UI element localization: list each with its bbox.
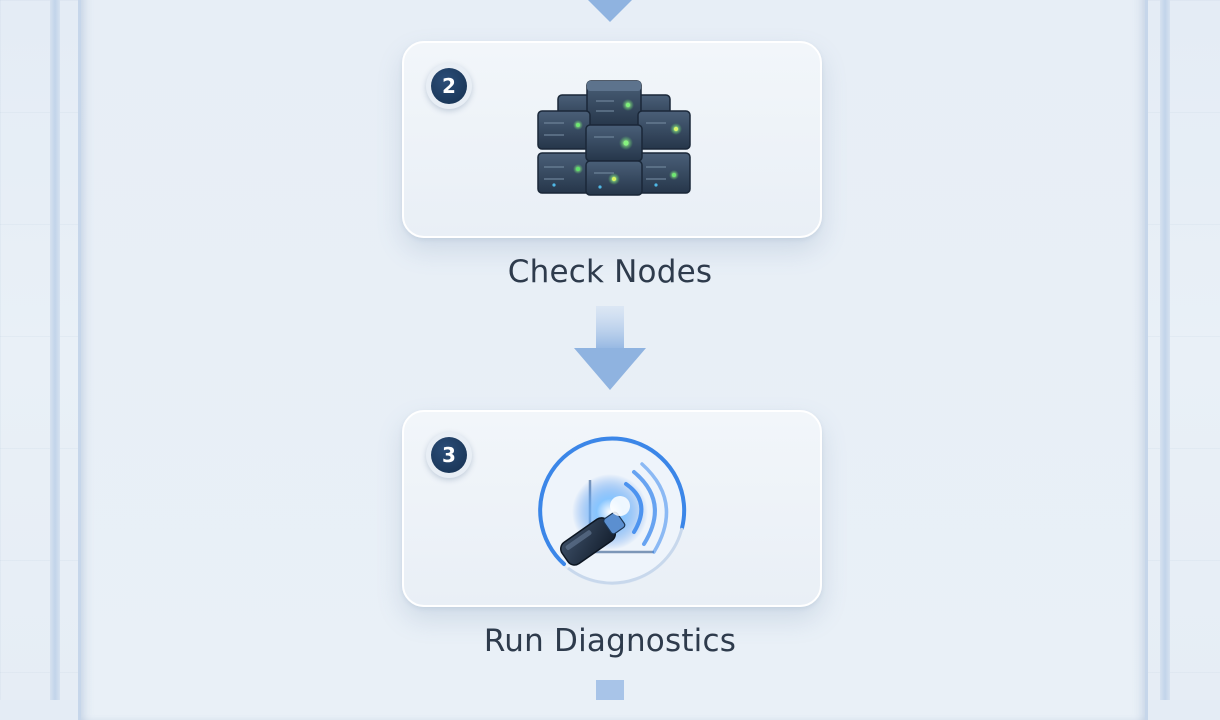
- step-number: 3: [431, 437, 467, 473]
- right-rail: [1160, 0, 1170, 700]
- step-label: Check Nodes: [507, 254, 713, 290]
- step-number-badge: 2: [426, 63, 472, 109]
- step-number-badge: 3: [426, 432, 472, 478]
- flow-arrow-bottom: [596, 680, 624, 700]
- left-rail: [50, 0, 60, 700]
- step-number: 2: [431, 68, 467, 104]
- diagnostics-probe-icon: [538, 436, 687, 585]
- step-label: Run Diagnostics: [483, 623, 737, 659]
- flow-arrow-top: [588, 0, 632, 22]
- flow-arrow-down: [574, 306, 646, 390]
- server-rack-icon: [537, 80, 691, 196]
- step-card-check-nodes[interactable]: 2: [402, 41, 822, 238]
- step-card-run-diagnostics[interactable]: 3: [402, 410, 822, 607]
